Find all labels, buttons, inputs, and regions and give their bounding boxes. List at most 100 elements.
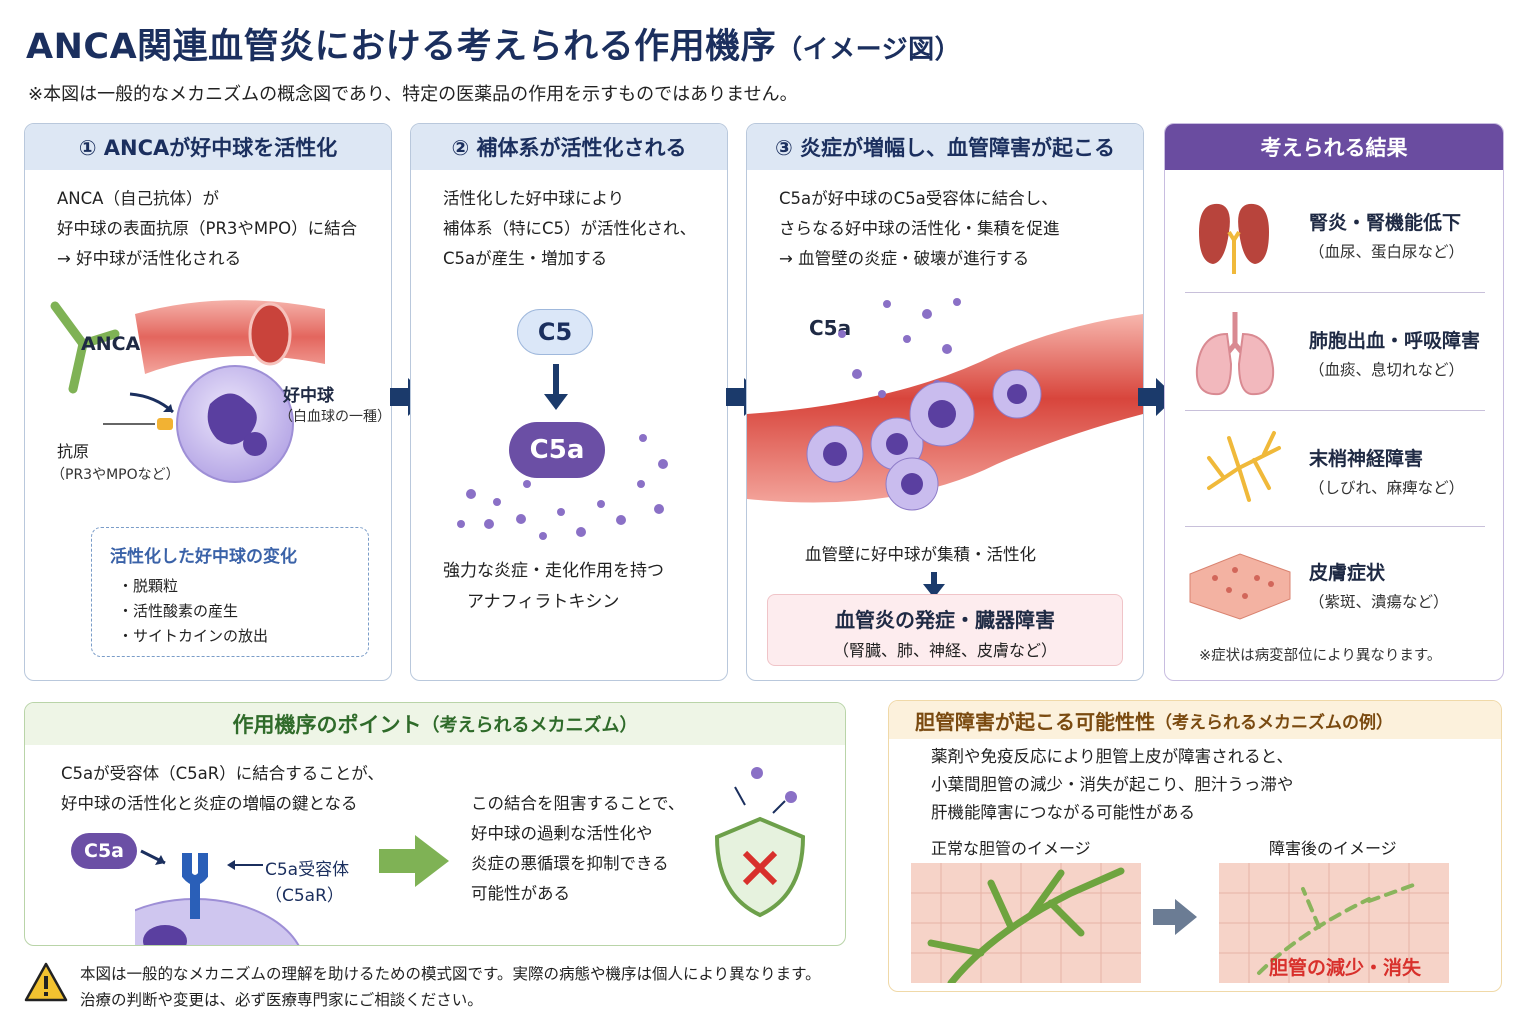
step2-line: 活性化した好中球により bbox=[443, 189, 625, 208]
block-line: この結合を阻害することで、 bbox=[471, 794, 685, 813]
step1-description: ANCA（自己抗体）が 好中球の表面抗原（PR3やMPO）に結合 → 好中球が活… bbox=[57, 184, 357, 274]
bile-heading-main: 胆管障害が起こる可能性性 bbox=[915, 709, 1155, 734]
step3-caption: 血管壁に好中球が集積・活性化 bbox=[805, 545, 1036, 564]
block-line: 可能性がある bbox=[471, 884, 570, 903]
page-subtitle: ※本図は一般的なメカニズムの概念図であり、特定の医薬品の作用を示すものではありま… bbox=[28, 84, 798, 105]
receptor-label: C5a受容体 bbox=[265, 860, 350, 880]
results-note: ※症状は病変部位により異なります。 bbox=[1199, 648, 1442, 664]
shield-block-icon bbox=[714, 767, 806, 918]
outcome-sub: （腎臓、肺、神経、皮膚など） bbox=[832, 641, 1057, 660]
points-description: C5aが受容体（C5aR）に結合することが、 好中球の活性化と炎症の増幅の鍵とな… bbox=[61, 759, 384, 819]
arrow-right-icon bbox=[390, 378, 428, 416]
step1-illustration bbox=[50, 300, 325, 483]
results-panel: 考えられる結果 腎炎・腎機能低下 （血尿、蛋白尿など） 肺胞出血・呼吸障害 （血… bbox=[1164, 123, 1504, 681]
label-anca: ANCA bbox=[81, 333, 141, 355]
page-title-main: ANCA関連血管炎における考えられる作用機序 bbox=[26, 27, 777, 67]
damaged-duct-label: 障害後のイメージ bbox=[1269, 839, 1397, 858]
page-title-suffix: （イメージ図） bbox=[776, 35, 962, 65]
neutrophil-cluster-icon bbox=[806, 369, 1042, 511]
step3-line: → 血管壁の炎症・破壊が進行する bbox=[779, 249, 1030, 268]
changes-item: ・サイトカインの放出 bbox=[118, 627, 269, 645]
arrow-right-icon bbox=[379, 835, 449, 887]
receptor-sub: （C5aR） bbox=[265, 886, 344, 906]
footer-line2: 治療の判断や変更は、必ず医療専門家にご相談ください。 bbox=[80, 991, 483, 1009]
arrow-down-icon bbox=[923, 572, 945, 598]
pointer-line bbox=[227, 860, 263, 870]
divider bbox=[1185, 410, 1485, 411]
damaged-bile-duct-illustration bbox=[1219, 863, 1449, 983]
result-title: 末梢神経障害 bbox=[1309, 448, 1424, 470]
points-line: C5aが受容体（C5aR）に結合することが、 bbox=[61, 764, 384, 783]
normal-bile-duct-illustration bbox=[911, 863, 1141, 983]
result-sub: （血痰、息切れなど） bbox=[1309, 361, 1465, 379]
arrow-right-icon bbox=[1138, 378, 1176, 416]
step2-heading: ② 補体系が活性化される bbox=[411, 124, 727, 170]
bile-heading-suffix: （考えられるメカニズムの例） bbox=[1155, 712, 1393, 733]
c5a-caption2: アナフィラトキシン bbox=[467, 592, 620, 612]
bile-heading: 胆管障害が起こる可能性性（考えられるメカニズムの例） bbox=[889, 701, 1501, 739]
divider bbox=[1185, 292, 1485, 293]
points-heading: 作用機序のポイント（考えられるメカニズム） bbox=[25, 703, 845, 745]
arrow-right-icon bbox=[1153, 899, 1197, 935]
bile-description: 薬剤や免疫反応により胆管上皮が障害されると、 小葉間胆管の減少・消失が起こり、胆… bbox=[931, 743, 1293, 827]
receptor-illustration bbox=[135, 849, 300, 945]
step3-panel: ③ 炎症が増幅し、血管障害が起こる C5aが好中球のC5a受容体に結合し、 さら… bbox=[746, 123, 1144, 681]
c5-pill: C5 bbox=[517, 309, 593, 355]
page-title: ANCA関連血管炎における考えられる作用機序（イメージ図） bbox=[26, 18, 961, 69]
nerve-icon bbox=[1207, 431, 1281, 502]
step1-panel: ① ANCAが好中球を活性化 ANCA（自己抗体）が 好中球の表面抗原（PR3や… bbox=[24, 123, 392, 681]
result-sub: （血尿、蛋白尿など） bbox=[1309, 243, 1465, 261]
lungs-icon bbox=[1195, 312, 1275, 396]
label-neutrophil-sub: （白血球の一種） bbox=[279, 409, 391, 425]
step1-line: → 好中球が活性化される bbox=[57, 249, 242, 268]
antigen-icon bbox=[157, 418, 173, 430]
inflamed-vessel-illustration bbox=[747, 298, 1143, 511]
step3-line: C5aが好中球のC5a受容体に結合し、 bbox=[779, 189, 1058, 208]
normal-duct-label: 正常な胆管のイメージ bbox=[931, 839, 1091, 858]
outcome-title: 血管炎の発症・臓器障害 bbox=[835, 608, 1055, 632]
blood-vessel bbox=[135, 300, 325, 374]
result-title: 皮膚症状 bbox=[1309, 562, 1386, 584]
step2-panel: ② 補体系が活性化される 活性化した好中球により 補体系（特にC5）が活性化され… bbox=[410, 123, 728, 681]
anca-antibody-icon bbox=[50, 301, 120, 394]
changes-title: 活性化した好中球の変化 bbox=[110, 547, 297, 567]
block-line: 炎症の悪循環を抑制できる bbox=[471, 854, 669, 873]
result-sub: （紫斑、潰瘍など） bbox=[1309, 593, 1449, 611]
changes-item: ・活性酸素の産生 bbox=[118, 602, 239, 620]
arrow-right-icon bbox=[726, 378, 764, 416]
points-line: 好中球の活性化と炎症の増幅の鍵となる bbox=[61, 794, 358, 813]
result-sub: （しびれ、麻痺など） bbox=[1309, 479, 1465, 497]
step2-line: C5aが産生・増加する bbox=[443, 249, 608, 268]
label-neutrophil: 好中球 bbox=[283, 386, 334, 406]
label-antigen-sub: （PR3やMPOなど） bbox=[51, 467, 180, 483]
step1-heading: ① ANCAが好中球を活性化 bbox=[25, 124, 391, 170]
step2-description: 活性化した好中球により 補体系（特にC5）が活性化され、 C5aが産生・増加する bbox=[443, 184, 696, 274]
result-title: 肺胞出血・呼吸障害 bbox=[1309, 330, 1481, 352]
kidney-icon bbox=[1199, 203, 1269, 274]
changes-item: ・脱顆粒 bbox=[118, 577, 179, 595]
step3-description: C5aが好中球のC5a受容体に結合し、 さらなる好中球の活性化・集積を促進 → … bbox=[779, 184, 1060, 274]
c5a-particles bbox=[457, 434, 668, 540]
label-antigen: 抗原 bbox=[57, 442, 90, 461]
c5a-caption1: 強力な炎症・走化作用を持つ bbox=[443, 561, 664, 581]
damaged-duct-caption: 胆管の減少・消失 bbox=[1269, 957, 1422, 979]
bile-line: 肝機能障害につながる可能性がある bbox=[931, 803, 1195, 822]
footer-line1: 本図は一般的なメカニズムの理解を助けるための模式図です。実際の病態や機序は個人に… bbox=[80, 965, 821, 983]
points-heading-main: 作用機序のポイント bbox=[232, 713, 422, 737]
result-title: 腎炎・腎機能低下 bbox=[1309, 212, 1462, 234]
step3-line: さらなる好中球の活性化・集積を促進 bbox=[779, 219, 1060, 238]
bile-line: 小葉間胆管の減少・消失が起こり、胆汁うっ滞や bbox=[931, 775, 1294, 794]
arrow-down-icon bbox=[544, 364, 568, 410]
block-line: 好中球の過剰な活性化や bbox=[471, 824, 653, 843]
step1-line: 好中球の表面抗原（PR3やMPO）に結合 bbox=[57, 219, 358, 238]
neutrophil-changes-box: 活性化した好中球の変化 ・脱顆粒 ・活性酸素の産生 ・サイトカインの放出 bbox=[91, 527, 369, 657]
skin-icon bbox=[1189, 553, 1291, 620]
step1-line: ANCA（自己抗体）が bbox=[57, 189, 219, 208]
outcome-box: 血管炎の発症・臓器障害 （腎臓、肺、神経、皮膚など） bbox=[767, 594, 1123, 666]
step2-line: 補体系（特にC5）が活性化され、 bbox=[443, 219, 697, 238]
c5a-pill: C5a bbox=[509, 422, 605, 478]
points-heading-suffix: （考えられるメカニズム） bbox=[421, 715, 638, 736]
block-description: この結合を阻害することで、 好中球の過剰な活性化や 炎症の悪循環を抑制できる 可… bbox=[471, 789, 684, 909]
results-heading: 考えられる結果 bbox=[1165, 124, 1503, 170]
step3-heading: ③ 炎症が増幅し、血管障害が起こる bbox=[747, 124, 1143, 170]
